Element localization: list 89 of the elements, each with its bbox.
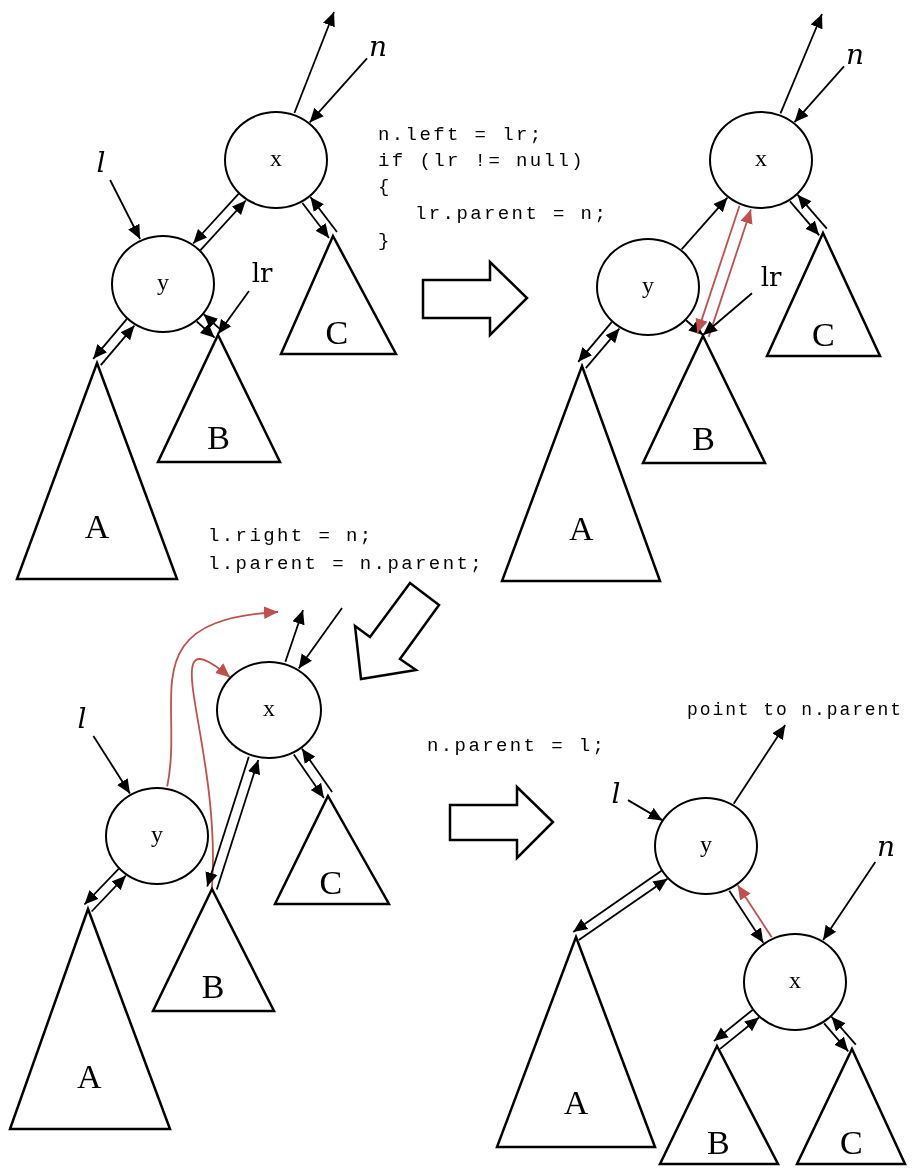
code-line: l.parent = n.parent; bbox=[208, 555, 485, 574]
pointer-label: l bbox=[73, 703, 91, 733]
pointer-arrow bbox=[627, 799, 664, 822]
pointer-arrow bbox=[92, 735, 131, 795]
subtree-label: B bbox=[692, 422, 716, 456]
pointer-label: n bbox=[875, 833, 897, 859]
subtree-label: C bbox=[839, 1126, 863, 1160]
pointer-label: n bbox=[847, 42, 863, 66]
code-line: if (lr != null) bbox=[378, 152, 586, 171]
pointer-label: l bbox=[607, 778, 625, 808]
pointer-arrow bbox=[166, 607, 279, 788]
pointer-arrow bbox=[702, 292, 753, 336]
pointer-arrow bbox=[308, 57, 368, 124]
pointer-arrow bbox=[707, 208, 753, 338]
annotation-text: point to n.parent bbox=[670, 698, 920, 722]
pointer-arrow bbox=[728, 889, 765, 944]
pointer-arrow bbox=[680, 196, 729, 251]
pointer-arrow bbox=[205, 755, 250, 888]
pointer-arrow bbox=[793, 65, 845, 124]
pointer-label: n bbox=[370, 34, 386, 58]
pointer-arrow bbox=[713, 1008, 754, 1042]
tree-node-circle bbox=[596, 238, 700, 336]
pointer-arrow bbox=[584, 327, 621, 370]
node-label: x bbox=[270, 146, 282, 173]
tree-node-circle bbox=[224, 111, 328, 209]
pointer-arrow bbox=[192, 192, 240, 245]
pointer-arrow bbox=[577, 877, 669, 941]
pointer-arrow bbox=[830, 1015, 857, 1046]
node-label: y bbox=[151, 822, 163, 849]
pointer-arrow bbox=[195, 320, 216, 339]
pointer-arrow bbox=[695, 204, 741, 334]
subtree-label: B bbox=[707, 1126, 730, 1160]
pointer-arrow bbox=[719, 1016, 760, 1050]
node-label: x bbox=[755, 146, 767, 173]
subtree-label: A bbox=[563, 1086, 589, 1120]
tree-node-circle bbox=[105, 787, 209, 885]
node-label: x bbox=[263, 696, 275, 723]
node-label: x bbox=[789, 968, 801, 995]
tree-node-circle bbox=[111, 235, 215, 333]
pointer-arrow bbox=[292, 753, 325, 799]
tree-node-circle bbox=[654, 797, 758, 895]
pointer-arrow bbox=[109, 179, 141, 240]
pointer-arrow bbox=[789, 200, 821, 237]
pointer-arrow bbox=[309, 196, 338, 233]
subtree-label: C bbox=[325, 316, 349, 350]
tree-node-circle bbox=[216, 661, 322, 759]
subtree-label: B bbox=[207, 421, 231, 455]
pointer-arrow bbox=[577, 321, 613, 363]
code-line: l.right = n; bbox=[208, 527, 374, 546]
pointer-label: l bbox=[92, 147, 110, 177]
pointer-arrow bbox=[572, 869, 663, 933]
code-line: n.left = lr; bbox=[378, 126, 544, 145]
pointer-arrow bbox=[823, 1022, 850, 1053]
pointer-arrow bbox=[301, 747, 333, 793]
subtree-label: B bbox=[201, 970, 225, 1004]
pointer-arrow bbox=[796, 193, 828, 230]
node-label: y bbox=[700, 832, 712, 859]
node-label: y bbox=[642, 273, 654, 300]
subtree-label: A bbox=[569, 512, 594, 546]
pointer-arrow bbox=[92, 318, 128, 360]
code-line: n.parent = l; bbox=[427, 737, 607, 756]
pointer-arrow bbox=[293, 11, 335, 114]
pointer-arrow bbox=[191, 658, 231, 889]
pointer-arrow bbox=[736, 884, 773, 939]
code-line: { bbox=[378, 178, 392, 197]
subtree-label: A bbox=[84, 510, 110, 544]
code-line: } bbox=[378, 232, 392, 251]
pointer-arrow bbox=[779, 13, 823, 115]
pointer-arrow bbox=[199, 199, 247, 252]
pointer-arrow bbox=[301, 202, 330, 239]
node-label: y bbox=[157, 270, 169, 297]
pointer-arrow bbox=[297, 607, 343, 670]
tree-node-circle bbox=[709, 111, 813, 209]
subtree-label: A bbox=[77, 1060, 102, 1094]
pointer-label: lr bbox=[246, 258, 278, 288]
pointer-arrow bbox=[732, 724, 787, 805]
pointer-arrow bbox=[284, 609, 305, 663]
pointer-arrow bbox=[99, 324, 136, 367]
pointer-arrow bbox=[83, 867, 120, 906]
code-line: lr.parent = n; bbox=[415, 205, 609, 224]
pointer-arrow bbox=[822, 861, 877, 941]
pointer-arrow bbox=[685, 319, 704, 336]
tree-node-circle bbox=[743, 933, 847, 1031]
pointer-label: lr bbox=[755, 262, 787, 292]
pointer-arrow bbox=[215, 759, 261, 891]
subtree-label: C bbox=[812, 318, 835, 352]
subtree-label: C bbox=[319, 866, 343, 900]
pointer-arrow bbox=[90, 874, 127, 913]
pointer-arrow bbox=[217, 290, 250, 335]
